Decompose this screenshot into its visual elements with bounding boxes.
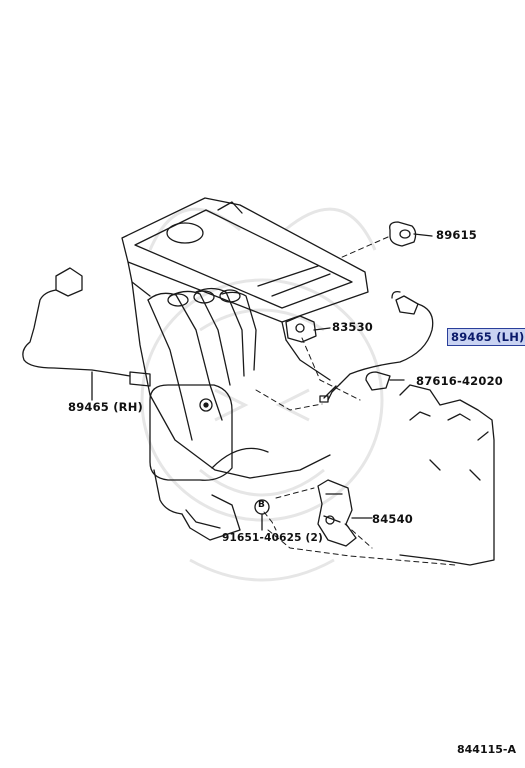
engine-block (131, 281, 331, 479)
callout-89615[interactable]: 89615 (436, 228, 478, 242)
callout-89465-lh[interactable]: 89465 (LH) (447, 328, 525, 346)
oxygen-sensor-lh (319, 290, 434, 403)
catalytic-converter (149, 384, 241, 541)
oxygen-sensor-rh (22, 267, 151, 401)
bolt-marker (254, 499, 270, 531)
exhaust-manifold (147, 287, 257, 441)
diagram-code: 844115-A (456, 743, 516, 756)
callout-87616-42020[interactable]: 87616-42020 (416, 374, 503, 388)
bolt-marker-label: B (258, 500, 266, 510)
oil-pressure-switch-83530 (285, 315, 331, 343)
clamp-87616 (365, 371, 405, 391)
engine-valve-cover (121, 197, 369, 341)
transmission-housing (399, 384, 495, 566)
callout-89465-rh[interactable]: 89465 (RH) (68, 400, 144, 414)
leader-lines (255, 236, 456, 566)
neutral-start-switch-84540 (317, 479, 373, 547)
callout-83530[interactable]: 83530 (332, 320, 374, 334)
callout-84540[interactable]: 84540 (372, 512, 414, 526)
callout-91651-40625[interactable]: 91651-40625 (2) (222, 532, 323, 544)
knock-sensor-89615 (389, 221, 433, 247)
